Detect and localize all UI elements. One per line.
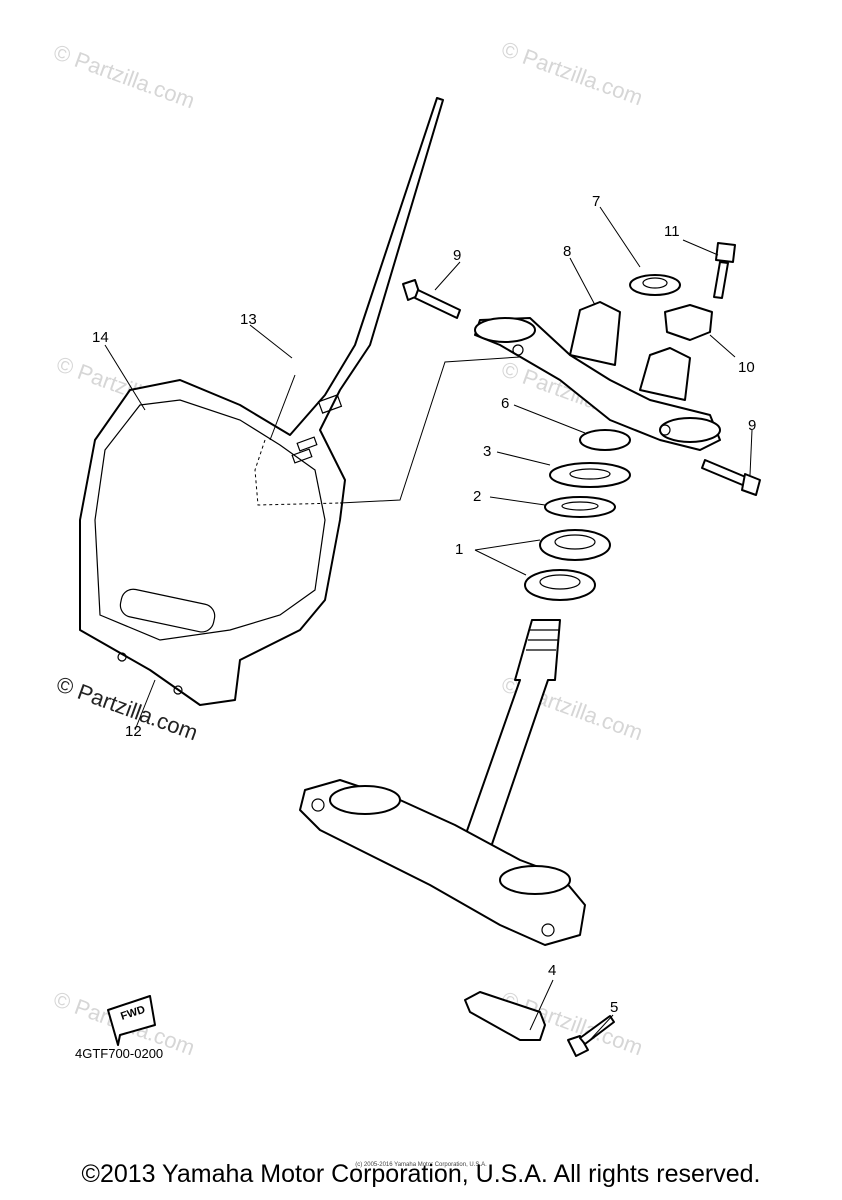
callout-1: 1	[455, 541, 463, 558]
number-plate	[79, 97, 521, 706]
leader-lines	[104, 206, 753, 1041]
callout-14: 14	[92, 329, 109, 346]
callout-11: 11	[664, 223, 680, 240]
callout-9-right: 9	[748, 417, 756, 434]
small-copyright: (c) 2005-2016 Yamaha Motor Corporation, …	[355, 1162, 487, 1168]
watermark: © Partzilla.com	[50, 39, 198, 113]
callout-9-left: 9	[453, 247, 461, 264]
bolt-9-left	[402, 279, 461, 319]
callout-13: 13	[240, 311, 257, 328]
washer-3	[549, 462, 631, 488]
bearing-1-lower	[524, 569, 596, 601]
part-code: 4GTF700-0200	[75, 1046, 163, 1061]
copyright-notice: ©2013 Yamaha Motor Corporation, U.S.A. A…	[81, 1160, 761, 1188]
nut-6	[579, 429, 631, 451]
clamp-10	[664, 304, 713, 341]
steering-stem	[299, 619, 586, 946]
watermark: © Partzilla.com	[498, 36, 646, 110]
callout-8: 8	[563, 243, 571, 260]
callout-10: 10	[738, 359, 755, 376]
callout-6: 6	[501, 395, 509, 412]
callout-3: 3	[483, 443, 491, 460]
bracket-4	[464, 991, 546, 1041]
callout-5: 5	[610, 999, 618, 1016]
callout-4: 4	[548, 962, 556, 979]
washer-2	[544, 496, 616, 518]
upper-bracket	[474, 301, 721, 451]
callout-2: 2	[473, 488, 481, 505]
fwd-arrow: FWD	[107, 995, 156, 1046]
callout-7: 7	[592, 193, 600, 210]
bearing-1-upper	[539, 529, 611, 561]
washer-7	[629, 274, 681, 296]
bolt-11	[713, 242, 736, 299]
bolt-9-right	[701, 459, 761, 496]
callout-12: 12	[125, 723, 142, 740]
callout-labels: 1 2 3 4 5 6 7 8 9 9 10 11 12 13 14	[92, 193, 756, 1016]
